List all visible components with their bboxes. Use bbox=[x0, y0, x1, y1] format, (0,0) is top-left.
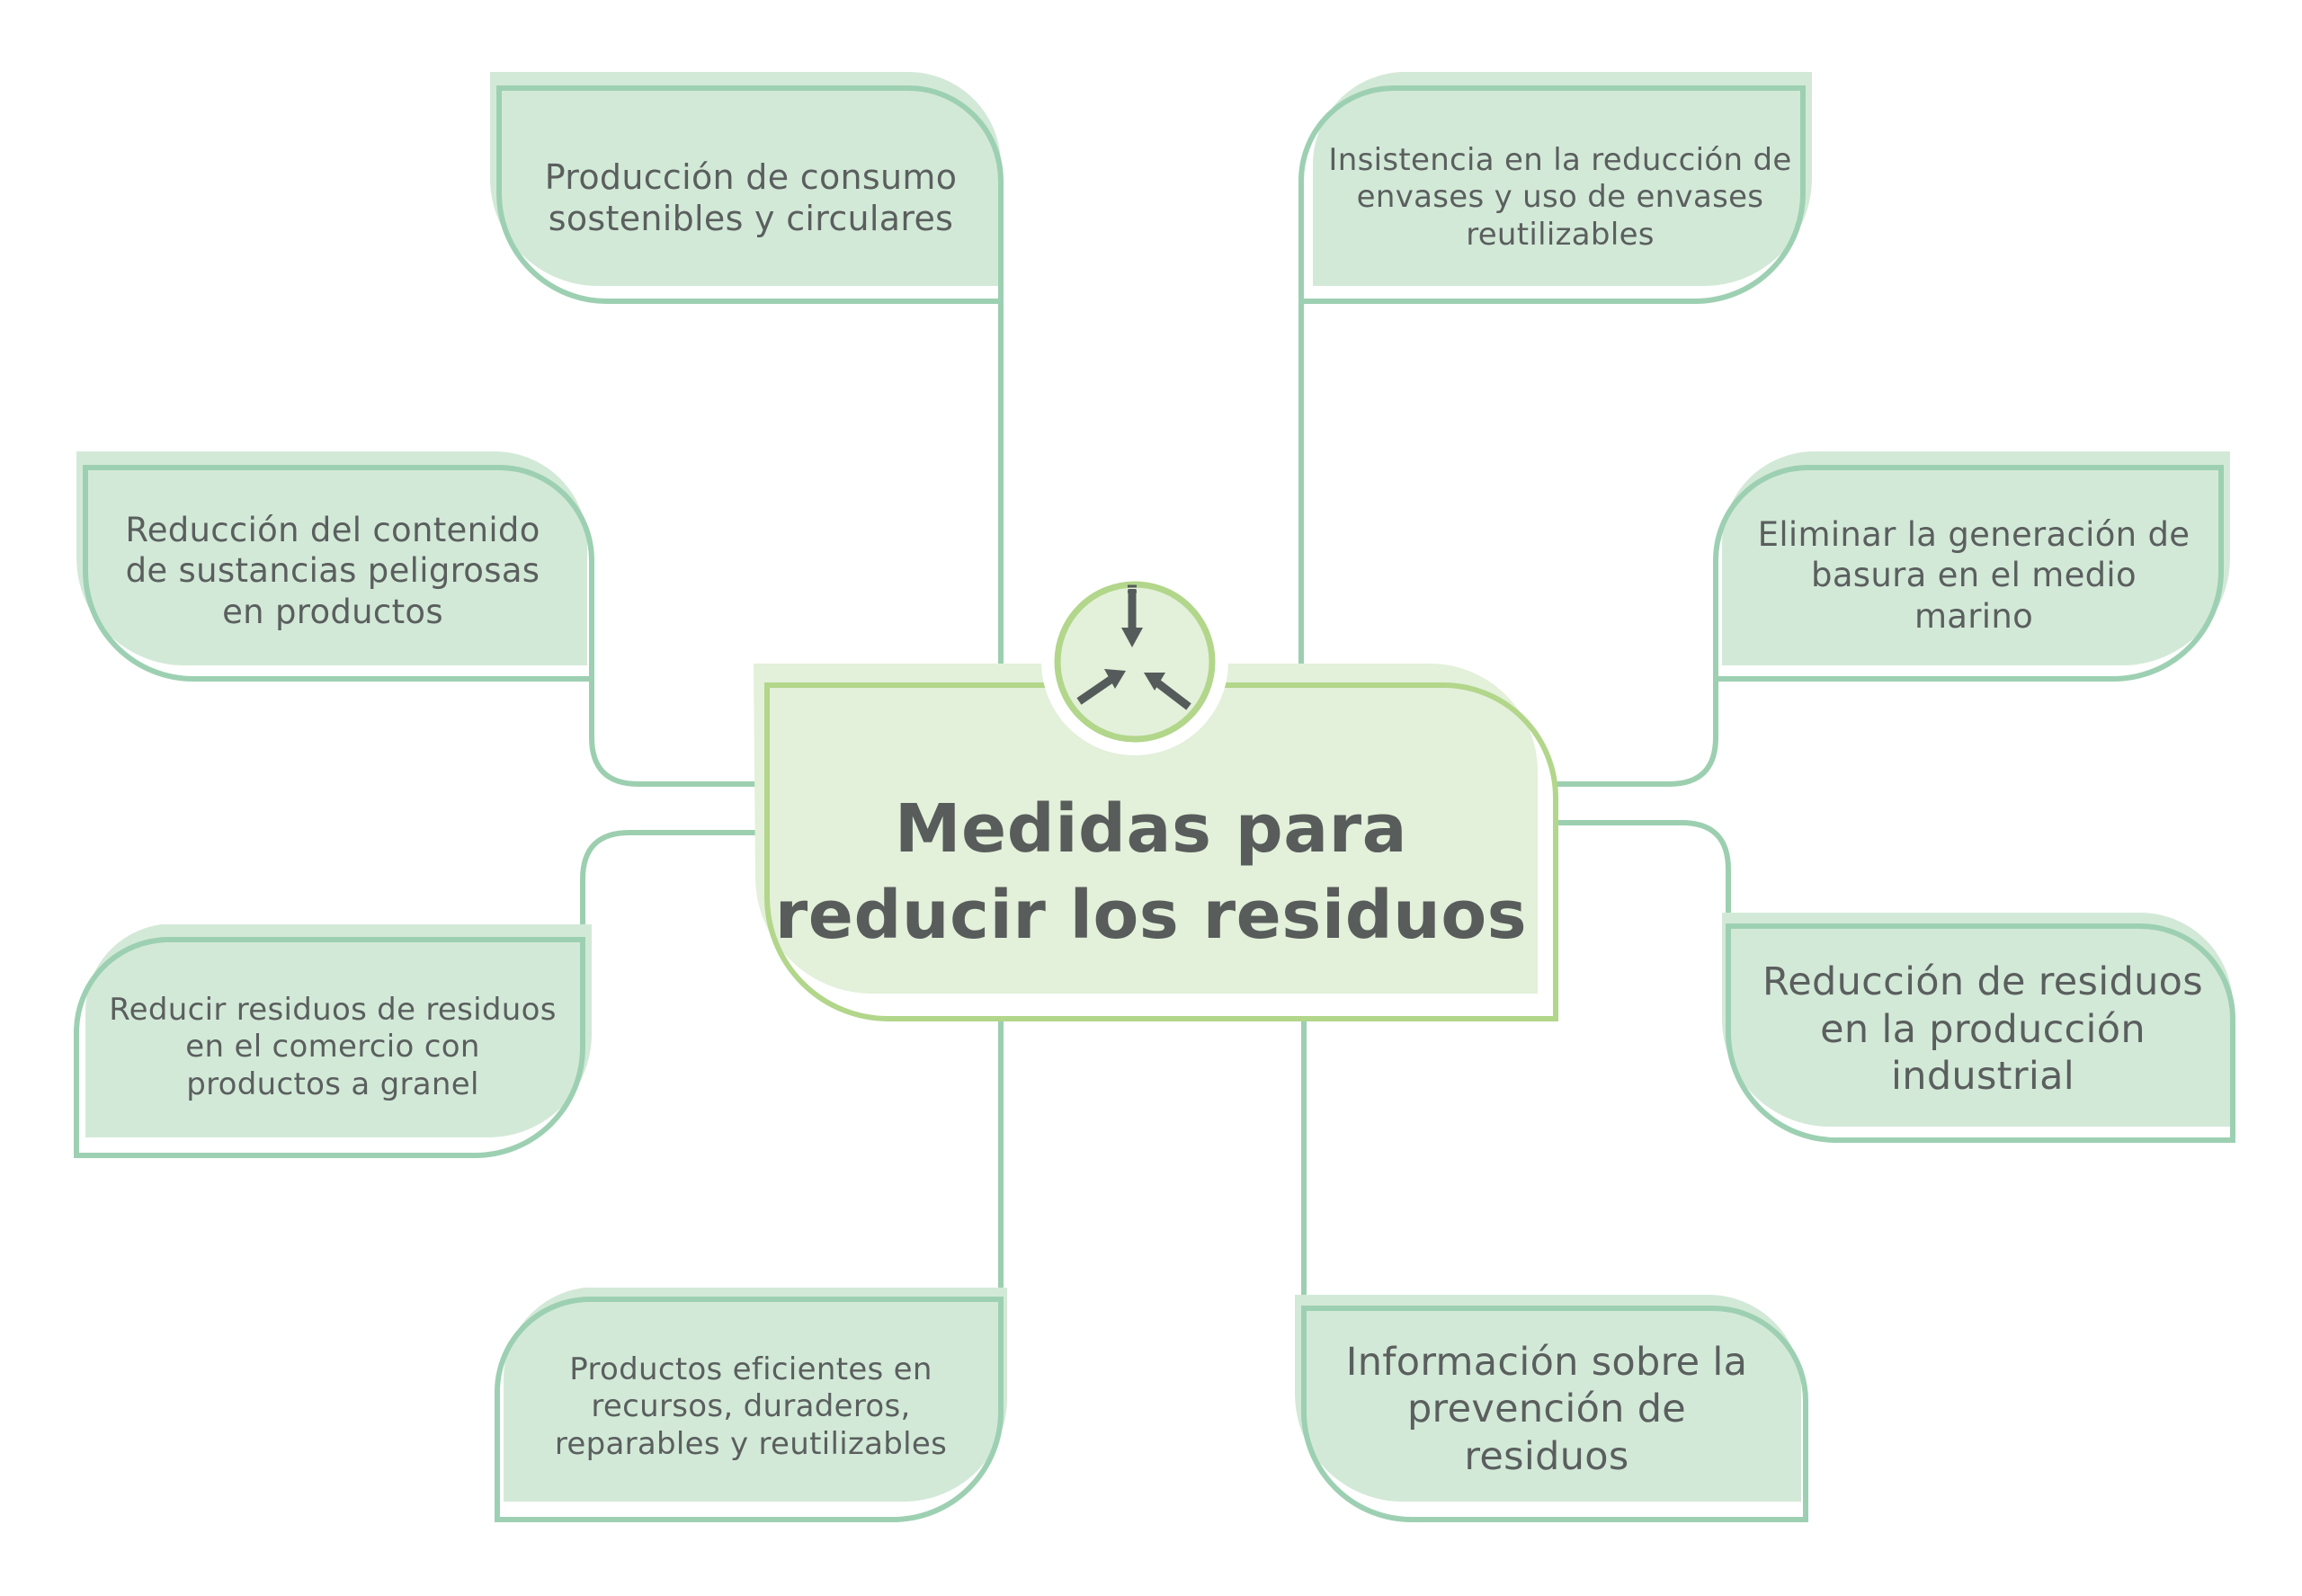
node-bottom-left bbox=[494, 1288, 1007, 1522]
connectors bbox=[580, 301, 1731, 1308]
node-label-low-left: Reducir residuos de residuos en el comer… bbox=[109, 991, 557, 1102]
central-node bbox=[754, 664, 1558, 1021]
node-mid-right bbox=[1713, 451, 2230, 682]
node-label-mid-left: Reducción del contenido de sustancias pe… bbox=[125, 511, 540, 631]
node-label-bottom-left: Productos eficientes en recursos, durade… bbox=[554, 1351, 948, 1462]
node-label-top-left: Producción de consumo sostenibles y circ… bbox=[544, 156, 958, 238]
connector-low-right bbox=[1556, 820, 1731, 926]
node-label-mid-right: Eliminar la generación de basura en el m… bbox=[1757, 515, 2190, 636]
node-label-top-right: Insistencia en la reducción de envases y… bbox=[1328, 141, 1792, 253]
connector-mid-left bbox=[589, 679, 773, 787]
connector-low-left bbox=[580, 830, 773, 940]
connector-mid-right bbox=[1556, 679, 1718, 787]
node-bottom-right bbox=[1295, 1295, 1808, 1522]
node-low-right bbox=[1722, 913, 2235, 1143]
node-top-left bbox=[490, 72, 1004, 304]
diagram-title: Medidas para reducir los residuos bbox=[774, 789, 1528, 954]
recycle-arrows-icon bbox=[1041, 568, 1228, 755]
node-top-right bbox=[1298, 72, 1812, 304]
node-low-left bbox=[74, 924, 593, 1158]
node-label-low-right: Reducción de residuos en la producción i… bbox=[1762, 959, 2203, 1100]
node-label-bottom-right: Información sobre la prevención de resid… bbox=[1345, 1339, 1748, 1479]
node-mid-left bbox=[76, 451, 594, 682]
